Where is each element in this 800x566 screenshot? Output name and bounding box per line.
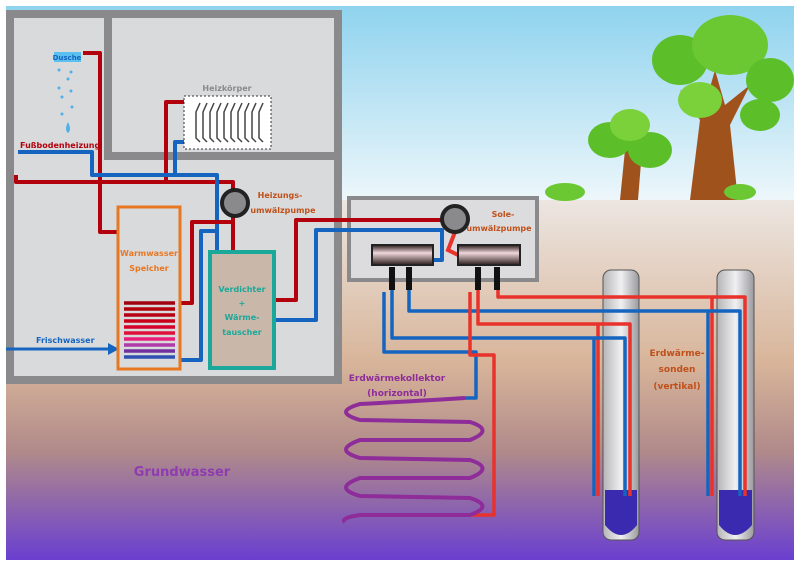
brine-pump-label-2: umwälzpumpe xyxy=(466,224,532,233)
tree-icon xyxy=(588,109,672,200)
heating-pump-label-2: umwälzpumpe xyxy=(250,206,316,215)
valve-connectors xyxy=(389,267,500,290)
tank-label-1: Warmwasser xyxy=(120,249,178,258)
ground-collector-coil xyxy=(342,396,485,524)
compressor-label-4: tauscher xyxy=(222,328,262,337)
radiator-icon xyxy=(183,95,272,150)
brine-pump-label-1: Sole- xyxy=(492,210,515,219)
water-drops-icon xyxy=(57,68,74,133)
compressor-label-3: Wärme- xyxy=(225,313,260,322)
heating-pump-icon xyxy=(220,188,250,218)
manifold-left xyxy=(371,244,434,266)
fresh-water-label: Frischwasser xyxy=(36,336,95,345)
hot-water-tank xyxy=(116,205,182,371)
shower-label: Dusche xyxy=(53,54,82,62)
brine-pipes xyxy=(382,290,747,517)
probes-label-3: (vertikal) xyxy=(653,382,700,392)
tank-label-2: Speicher xyxy=(129,264,169,273)
floor-heating-label: Fußbodenheizung xyxy=(20,141,100,150)
bush-icon xyxy=(545,183,585,201)
manifold-right xyxy=(457,244,521,266)
shower-head xyxy=(54,52,81,62)
brine-pump-icon xyxy=(440,204,470,234)
probes-label-1: Erdwärme- xyxy=(649,349,704,359)
bush-icon xyxy=(724,184,756,200)
heating-pump-label-1: Heizungs- xyxy=(258,191,303,200)
collector-label-2: (horizontal) xyxy=(367,389,427,399)
radiator-label: Heizkörper xyxy=(202,84,251,93)
probes-label-2: sonden xyxy=(659,365,696,375)
collector-label-1: Erdwärmekollektor xyxy=(349,374,446,384)
compressor-heat-exchanger xyxy=(208,250,276,370)
compressor-label-1: Verdichter xyxy=(218,285,265,294)
fresh-water-arrow xyxy=(6,343,119,355)
compressor-label-2: + xyxy=(239,299,246,308)
groundwater-label: Grundwasser xyxy=(134,465,231,480)
tree-icon xyxy=(652,15,794,200)
